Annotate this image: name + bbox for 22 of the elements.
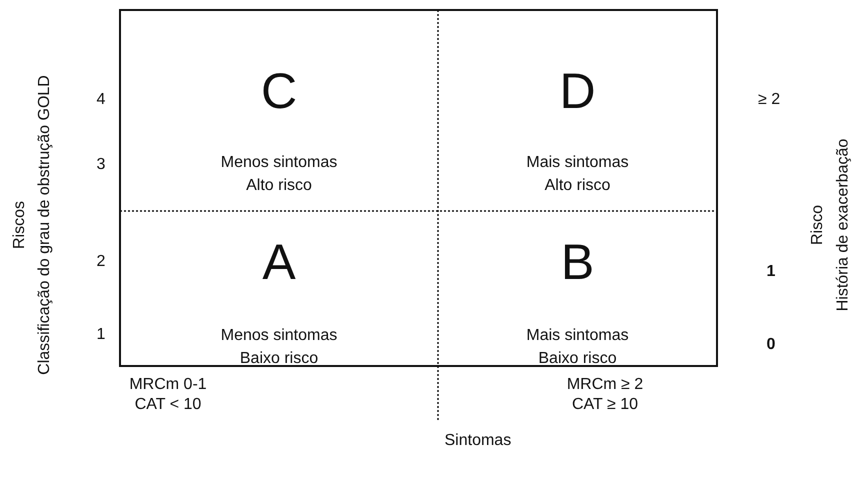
axis-category-label: MRCm 0-1 CAT < 10 bbox=[128, 375, 208, 415]
quadrant-description: Mais sintomas Baixo risco bbox=[525, 326, 630, 369]
quadrant-letter: C bbox=[260, 66, 298, 116]
tick-label: 3 bbox=[96, 155, 106, 175]
tick-label: 1 bbox=[766, 262, 776, 282]
axis-title: Classificação do grau de obstrução GOLD bbox=[34, 75, 54, 375]
axis-title: Riscos bbox=[10, 201, 29, 249]
quadrant-letter: A bbox=[261, 237, 297, 287]
tick-label: 1 bbox=[96, 325, 106, 345]
axis-category-label: MRCm ≥ 2 CAT ≥ 10 bbox=[566, 375, 644, 415]
tick-label: 0 bbox=[766, 335, 776, 355]
quadrant-description: Mais sintomas Alto risco bbox=[525, 153, 630, 196]
quadrant-description: Menos sintomas Alto risco bbox=[220, 153, 338, 196]
tick-label: 2 bbox=[96, 252, 106, 272]
quadrant-description: Menos sintomas Baixo risco bbox=[220, 326, 338, 369]
quadrant-letter: D bbox=[558, 66, 597, 116]
axis-title: Sintomas bbox=[444, 431, 512, 451]
axis-title: História de exacerbação bbox=[832, 138, 852, 312]
tick-label: 4 bbox=[96, 90, 106, 110]
quadrant-letter: B bbox=[560, 237, 596, 287]
axis-title: Risco bbox=[808, 205, 827, 245]
tick-label: ≥ 2 bbox=[758, 90, 780, 110]
